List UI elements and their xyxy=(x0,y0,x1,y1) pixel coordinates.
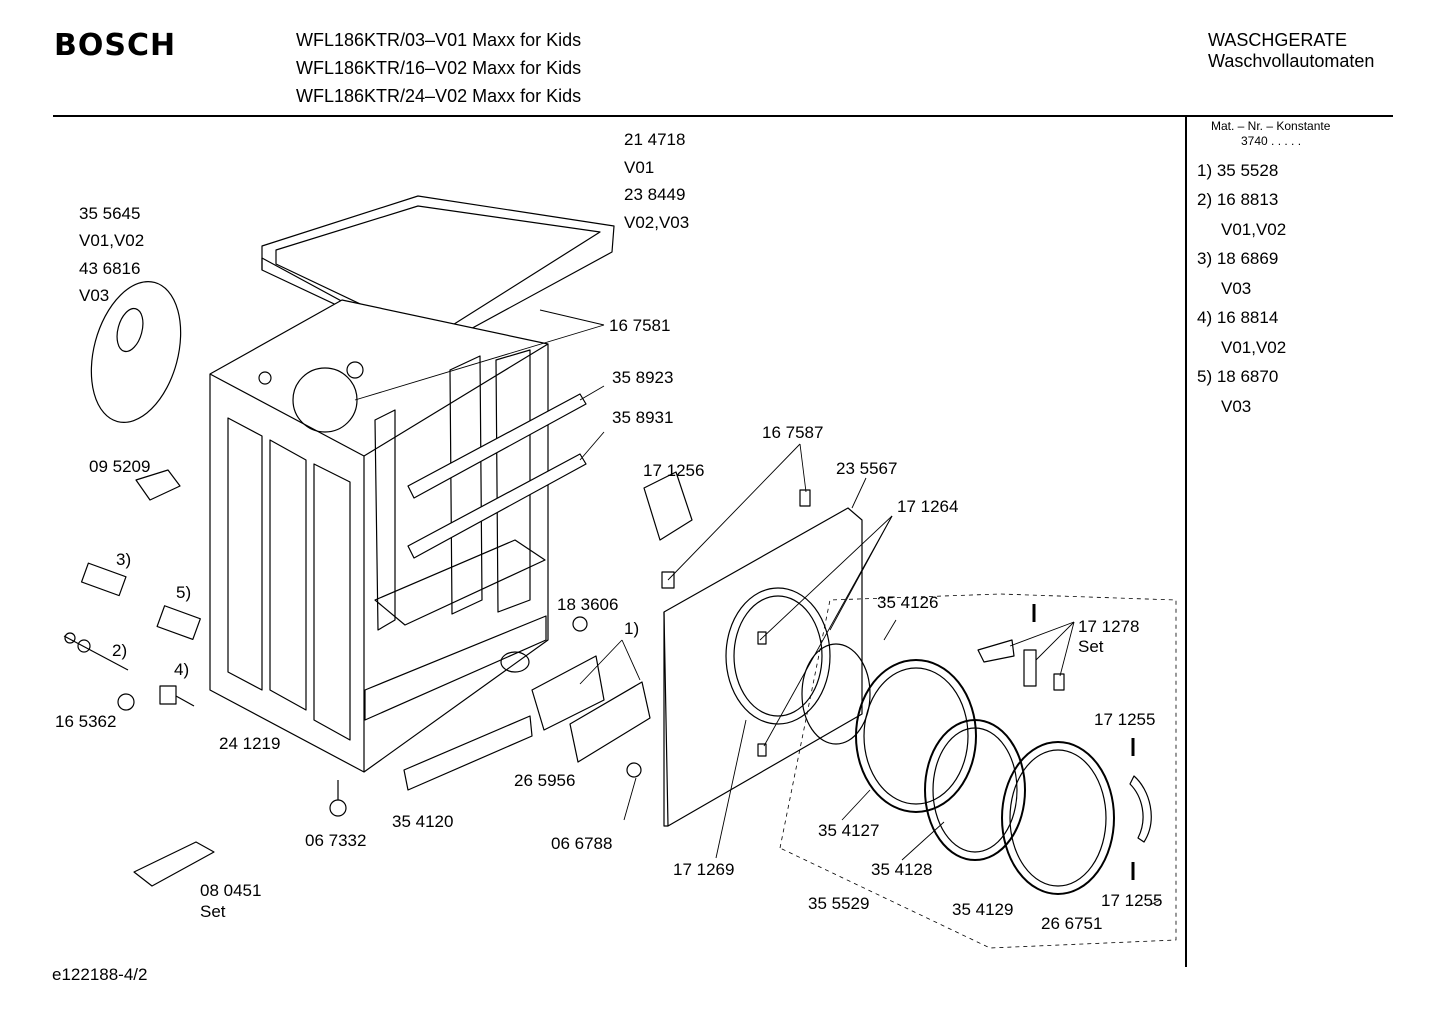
list-item: 5) 18 6870 xyxy=(1197,367,1279,386)
part-label: Set xyxy=(1078,637,1104,656)
part-label: 3) xyxy=(116,550,132,569)
part-label: 17 1269 xyxy=(673,860,735,879)
part-label: 4) xyxy=(174,660,190,679)
part-label: V01 xyxy=(624,158,655,177)
part-label: 17 1255 xyxy=(1094,710,1156,729)
part-label: 16 7581 xyxy=(609,316,671,335)
cabinet xyxy=(209,299,549,773)
part-label: 06 6788 xyxy=(551,834,613,853)
category: WASCHGERATE xyxy=(1208,30,1348,50)
model-line-2: WFL186KTR/16–V02 Maxx for Kids xyxy=(296,58,582,78)
part-label: 35 8923 xyxy=(612,368,674,387)
part-label: 17 1278 xyxy=(1078,617,1140,636)
part-label: Set xyxy=(200,902,226,921)
mat-title: Mat. – Nr. – Konstante xyxy=(1211,119,1331,133)
part-label: 35 4129 xyxy=(952,900,1014,919)
sidebar-divider xyxy=(1185,117,1187,967)
part-label: 17 1255 xyxy=(1101,891,1163,910)
cross-rails xyxy=(407,393,587,559)
small-parts xyxy=(63,469,1135,887)
part-label: 1) xyxy=(624,619,640,638)
part-label: 35 5529 xyxy=(808,894,870,913)
part-label: 26 5956 xyxy=(514,771,576,790)
model-line-3: WFL186KTR/24–V02 Maxx for Kids xyxy=(296,86,582,106)
model-line-1: WFL186KTR/03–V01 Maxx for Kids xyxy=(296,30,582,50)
part-label: 35 8931 xyxy=(612,408,674,427)
list-item: 3) 18 6869 xyxy=(1197,249,1279,268)
list-item: V01,V02 xyxy=(1221,338,1287,357)
part-label: 06 7332 xyxy=(305,831,367,850)
part-label: 23 5567 xyxy=(836,459,898,478)
list-item: V03 xyxy=(1221,397,1252,416)
part-label: 35 4127 xyxy=(818,821,880,840)
part-label: 09 5209 xyxy=(89,457,151,476)
part-label: V02,V03 xyxy=(624,213,690,232)
part-label: 17 1256 xyxy=(643,461,705,480)
list-item: 1) 35 5528 xyxy=(1197,161,1279,180)
front-panel xyxy=(663,507,863,827)
exploded-parts-diagram xyxy=(63,195,1177,949)
subcategory: Waschvollautomaten xyxy=(1208,51,1375,71)
part-label: 35 5645 xyxy=(79,204,141,223)
part-label: 35 4126 xyxy=(877,593,939,612)
brand-logo: BOSCH xyxy=(54,28,177,63)
part-label: 17 1264 xyxy=(897,497,959,516)
part-label: 23 8449 xyxy=(624,185,686,204)
part-label: 5) xyxy=(176,583,192,602)
list-item: V03 xyxy=(1221,279,1252,298)
door-rings xyxy=(801,643,1152,895)
part-label: 24 1219 xyxy=(219,734,281,753)
list-item: 4) 16 8814 xyxy=(1197,308,1279,327)
part-label: 35 4128 xyxy=(871,860,933,879)
list-item: V01,V02 xyxy=(1221,220,1287,239)
part-label: 08 0451 xyxy=(200,881,262,900)
list-item: 2) 16 8813 xyxy=(1197,190,1279,209)
rear-cover xyxy=(90,281,182,423)
part-label: 43 6816 xyxy=(79,259,141,278)
part-label: 2) xyxy=(112,641,128,660)
mat-value: 3740 . . . . . xyxy=(1241,134,1302,148)
part-label: 35 4120 xyxy=(392,812,454,831)
part-label: 18 3606 xyxy=(557,595,619,614)
part-label: V03 xyxy=(79,286,110,305)
document-id: e122188-4/2 xyxy=(52,965,148,984)
header-divider xyxy=(53,115,1393,117)
leader-lines xyxy=(354,309,1161,906)
part-label: 26 6751 xyxy=(1041,914,1103,933)
part-label: 21 4718 xyxy=(624,130,686,149)
part-label: 16 5362 xyxy=(55,712,117,731)
part-label: 16 7587 xyxy=(762,423,824,442)
part-label: V01,V02 xyxy=(79,231,145,250)
